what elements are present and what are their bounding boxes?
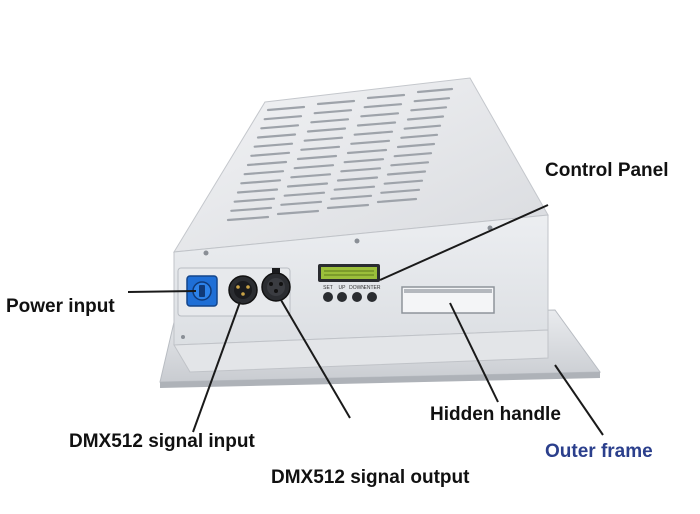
vent-slot <box>360 112 400 118</box>
down-button-label: DOWN <box>349 285 365 291</box>
vent-slot <box>306 127 347 133</box>
vent-slot <box>353 130 394 136</box>
vent-slot <box>406 115 445 121</box>
vent-slot <box>233 197 276 203</box>
control-panel <box>318 264 380 282</box>
vent-slot <box>396 142 436 149</box>
vent-slot <box>416 87 454 94</box>
vent-slot <box>380 188 421 194</box>
vent-slot <box>250 151 291 157</box>
ventilation-slots <box>226 87 454 222</box>
vent-slot <box>246 160 288 167</box>
vent-slot <box>226 215 270 222</box>
vent-slot <box>366 93 406 100</box>
vent-slot <box>386 170 427 176</box>
vent-slot <box>286 182 329 188</box>
vent-slot <box>343 158 385 164</box>
vent-slot <box>266 105 306 112</box>
up-button-label: UP <box>339 285 347 291</box>
screws <box>181 225 493 339</box>
up-button[interactable]: UP <box>337 285 347 302</box>
vent-slot <box>413 97 451 103</box>
outer-frame-label: Outer frame <box>545 441 653 462</box>
vent-slot <box>283 191 326 197</box>
vent-slot <box>363 103 403 109</box>
vent-slot <box>240 179 282 185</box>
vent-slot <box>403 124 442 130</box>
control-panel-label: Control Panel <box>545 160 669 181</box>
power-input-connector <box>186 275 218 307</box>
vent-slot <box>290 173 332 179</box>
vent-slot <box>330 194 373 200</box>
dmx-output-connector <box>261 268 291 302</box>
vent-slot <box>260 124 300 130</box>
vent-slot <box>326 203 370 210</box>
vent-slot <box>263 115 303 121</box>
vent-slot <box>393 152 433 158</box>
dmx-input-label: DMX512 signal input <box>69 431 255 452</box>
vent-slot <box>313 109 353 115</box>
vent-slot <box>383 179 424 185</box>
vent-slot <box>346 148 388 155</box>
vent-slot <box>340 167 382 173</box>
vent-slot <box>310 118 350 124</box>
vent-slot <box>300 145 341 151</box>
vent-slot <box>280 200 323 206</box>
vent-slot <box>390 161 430 167</box>
vent-slot <box>336 176 379 182</box>
vent-slot <box>376 197 418 204</box>
vent-slot <box>276 209 320 216</box>
callout-lines <box>127 204 604 436</box>
set-button-label: SET <box>323 285 333 291</box>
power-input-label: Power input <box>6 296 115 317</box>
set-button[interactable]: SET <box>323 285 333 302</box>
vent-slot <box>296 154 338 161</box>
dmx-output-label: DMX512 signal output <box>271 467 470 488</box>
down-button[interactable]: DOWN <box>349 285 365 302</box>
vent-slot <box>293 164 335 170</box>
vent-slot <box>236 188 279 194</box>
dmx-input-connector <box>228 275 258 305</box>
vent-slot <box>356 121 397 127</box>
vent-slot <box>400 133 439 139</box>
vent-slot <box>230 206 273 212</box>
hidden-handle <box>401 286 495 314</box>
vent-slot <box>316 99 356 106</box>
vent-slot <box>410 106 448 112</box>
hidden-handle-label: Hidden handle <box>430 404 561 425</box>
vent-slot <box>350 139 391 145</box>
enter-button-label: ENTER <box>364 285 381 291</box>
vent-slot <box>256 133 297 139</box>
vent-slot <box>253 142 294 148</box>
vent-slot <box>333 185 376 191</box>
vent-slot <box>243 170 285 176</box>
vent-slot <box>303 136 344 142</box>
enter-button[interactable]: ENTER <box>364 285 381 302</box>
